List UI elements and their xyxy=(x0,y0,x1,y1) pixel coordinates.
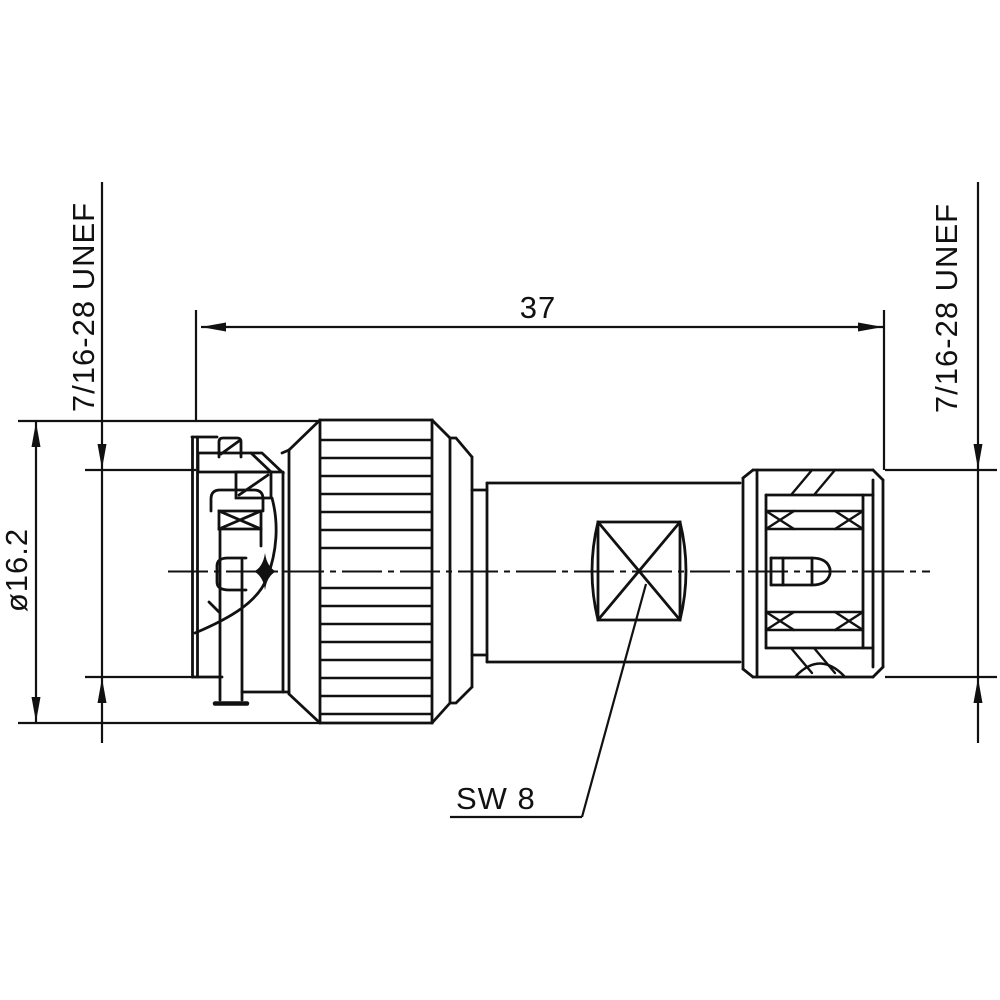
arrowhead-right xyxy=(858,322,883,332)
label-sw8: SW 8 xyxy=(450,583,648,819)
thread-section-marks xyxy=(764,509,865,632)
rear-ring xyxy=(430,418,489,725)
dimension-37-label: 37 xyxy=(520,290,556,325)
hex-body xyxy=(485,481,742,664)
right-thread-label: 7/16-28 UNEF xyxy=(929,203,964,413)
dim-diameter-16-2: ø16.2 xyxy=(0,419,320,725)
sw8-leader-line xyxy=(580,583,648,818)
arrowhead-left xyxy=(201,322,226,332)
arrowhead-up xyxy=(973,678,983,703)
left-thread-label: 7/16-28 UNEF xyxy=(66,202,101,412)
wrench-size-label: SW 8 xyxy=(456,781,536,816)
dim-thread-left: 7/16-28 UNEF xyxy=(66,182,196,743)
gasket-section-box xyxy=(217,509,263,531)
arrowhead-down xyxy=(31,697,41,722)
bayonet-slot-end xyxy=(215,556,248,592)
center-pin xyxy=(769,556,832,587)
connector-left-bnc xyxy=(190,418,489,725)
arrowhead-up xyxy=(97,678,107,703)
arrowhead-down xyxy=(973,444,983,469)
dim-length-37: 37 xyxy=(194,290,886,470)
band-hatch-marks xyxy=(789,468,847,679)
diameter-label: ø16.2 xyxy=(0,528,34,612)
wrench-flat-symbol xyxy=(590,520,688,622)
bayonet-pin-mark xyxy=(254,553,276,590)
arrowhead-up xyxy=(31,422,41,447)
arrowhead-down xyxy=(97,444,107,469)
dim-thread-right: 7/16-28 UNEF xyxy=(885,182,997,743)
connector-right-thread xyxy=(741,468,885,679)
